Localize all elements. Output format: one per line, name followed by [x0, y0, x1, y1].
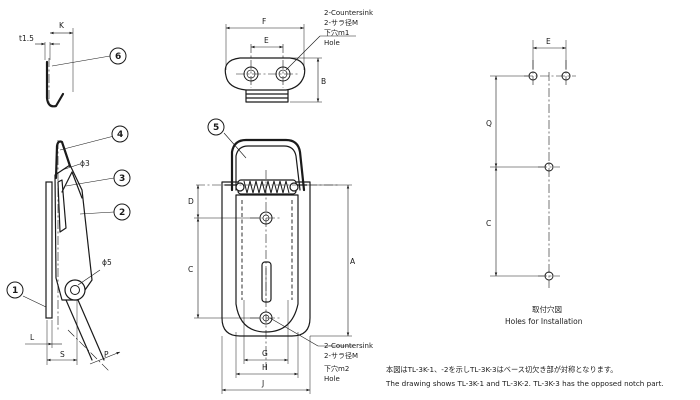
balloon-5: 5	[213, 123, 219, 133]
bottom-note-line3: 下穴m2	[324, 364, 349, 373]
top-note-line4: Hole	[324, 39, 340, 47]
dim-C: C	[188, 265, 193, 274]
hook-side-view: t1.5 K 6	[19, 21, 127, 108]
dim-L: L	[30, 333, 35, 342]
holes-caption-jp: 取付穴図	[532, 304, 562, 314]
balloon-2: 2	[119, 208, 125, 218]
balloon-3: 3	[119, 174, 125, 184]
bottom-note-line1: 2-Countersink	[324, 342, 374, 350]
balloon-1: 1	[12, 286, 18, 296]
dim-P: P	[104, 350, 109, 359]
dim-F: F	[262, 17, 266, 26]
hook-front-view: F E B 2-Countersink 2-サラ径M 下穴m1 Hole	[224, 9, 374, 103]
top-note-line1: 2-Countersink	[324, 9, 374, 17]
balloon-6: 6	[115, 52, 121, 62]
dim-G: G	[262, 349, 268, 358]
footnote-jp: 本図はTL-3K-1、-2を示しTL-3K-3はベース切欠き部が対称となります。	[386, 365, 618, 374]
dim-K: K	[59, 21, 65, 30]
dim-D: D	[188, 197, 194, 206]
dim-C-holes: C	[486, 219, 491, 228]
top-note-line2: 2-サラ径M	[324, 18, 358, 27]
dim-A: A	[350, 257, 356, 266]
latch-front-view: D C A G H J 5 2-Countersink 2-サラ径M 下穴m2	[188, 118, 374, 394]
dim-t: t1.5	[19, 34, 34, 43]
dim-phi3: ϕ3	[80, 159, 90, 168]
dim-E: E	[264, 36, 269, 45]
latch-side-view: ϕ3 ϕ5 L S P 4 3 2 1	[6, 125, 131, 373]
dim-S: S	[60, 350, 65, 359]
holes-caption-en: Holes for Installation	[505, 317, 583, 326]
dim-Q: Q	[486, 119, 492, 128]
dim-phi5: ϕ5	[102, 258, 112, 267]
footnote-en: The drawing shows TL-3K-1 and TL-3K-2. T…	[385, 379, 664, 388]
holes-for-installation: E Q C 取付穴図 Holes for Installation	[486, 37, 583, 326]
top-note-line3: 下穴m1	[324, 28, 349, 37]
dim-B: B	[321, 77, 326, 86]
bottom-note-line4: Hole	[324, 375, 340, 383]
dim-E-holes: E	[546, 37, 551, 46]
dim-J: J	[261, 379, 264, 388]
dim-H: H	[262, 363, 268, 372]
balloon-4: 4	[117, 130, 123, 140]
bottom-note-line2: 2-サラ径M	[324, 351, 358, 360]
